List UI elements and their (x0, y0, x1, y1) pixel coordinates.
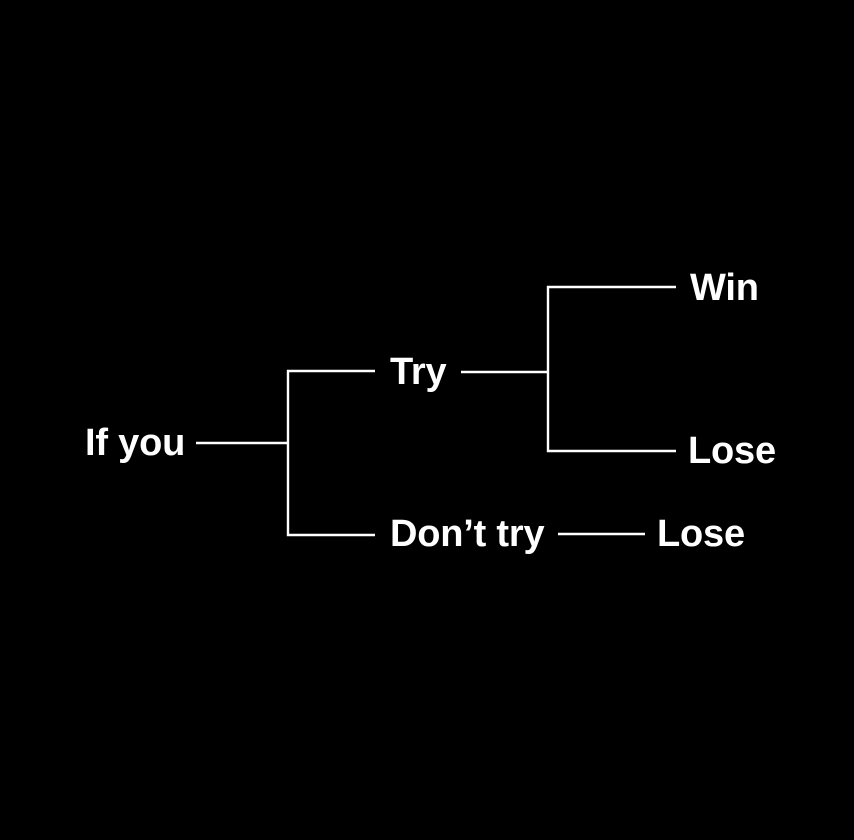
node-if-you: If you (85, 422, 186, 464)
edge-try-to-win (546, 285, 676, 372)
edge-try-to-lose (546, 372, 676, 453)
node-lose-try: Lose (688, 430, 776, 472)
node-dont-try: Don’t try (390, 513, 545, 555)
node-try: Try (390, 351, 447, 393)
edge-root-to-try (286, 369, 375, 443)
edge-root-to-donttry (286, 443, 375, 537)
node-lose-dont-try: Lose (657, 513, 745, 555)
node-win: Win (690, 267, 759, 309)
